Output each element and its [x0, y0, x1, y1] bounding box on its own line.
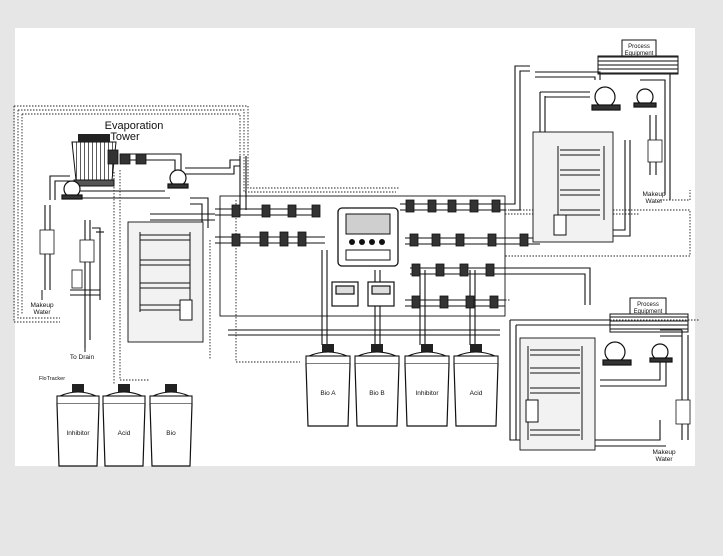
process-equipment-bottom-label-2: Equipment [634, 309, 663, 315]
tank-label: Acid [118, 430, 131, 437]
tank-pump-icon [165, 384, 177, 392]
tank-pump-icon [421, 344, 433, 352]
chemical-tank: Acid [102, 384, 146, 467]
to-drain-label: To Drain [70, 354, 95, 361]
controller-unit [337, 207, 399, 267]
process-equipment-bottom-label: Process [637, 302, 659, 308]
chemical-tank: Bio B [354, 344, 400, 427]
flotracker-label: FloTracker [39, 376, 65, 382]
makeup-water-bottom-label: Makeup [652, 449, 676, 456]
process-equipment-top-label: Process [628, 44, 650, 50]
tank-pump-icon [470, 344, 482, 352]
bottom-flow-meters [525, 346, 583, 440]
tank-label: Bio A [320, 390, 336, 397]
chemical-tank: Inhibitor [404, 344, 450, 427]
makeup-water-top-label: Makeup [642, 191, 666, 198]
pumps [61, 86, 673, 366]
tank-label: Acid [470, 390, 483, 397]
pump-icon [594, 86, 616, 108]
process-equipment-top-label-2: Equipment [625, 51, 654, 57]
tank-pump-icon [72, 384, 84, 392]
tank-label: Bio [166, 430, 176, 437]
evaporation-tower-label-2: Tower [110, 131, 140, 143]
tanks-left: Inhibitor Acid Bio [56, 384, 193, 467]
tank-label: Inhibitor [415, 390, 439, 397]
tank-pump-icon [322, 344, 334, 352]
evaporation-tower [71, 134, 117, 187]
makeup-water-bottom-label-2: Water [655, 456, 673, 463]
top-meter-panel [532, 131, 614, 243]
chemical-tank: Bio [149, 384, 193, 467]
relay-boxes [331, 281, 395, 307]
tank-label: Bio B [369, 390, 385, 397]
pump-icon [604, 341, 626, 363]
top-flow-meters [553, 146, 605, 236]
tank-label: Inhibitor [66, 430, 90, 437]
makeup-water-left-label-2: Water [33, 309, 51, 316]
chemical-tank: Bio A [305, 344, 351, 427]
tanks-center: Bio A Bio B Inhibitor Acid [305, 344, 499, 427]
process-equipment-top [597, 39, 679, 75]
tank-pump-icon [118, 384, 130, 392]
evaporation-tower-label: Evaporation [105, 120, 164, 132]
left-flow-meters [139, 232, 193, 321]
tank-pump-icon [371, 344, 383, 352]
process-equipment-bottom [609, 297, 689, 333]
header-fittings [39, 139, 691, 425]
chemical-tank: Inhibitor [56, 384, 100, 467]
chemical-tank: Acid [453, 344, 499, 427]
makeup-water-top-label-2: Water [645, 198, 663, 205]
makeup-water-left-label: Makeup [30, 302, 54, 309]
